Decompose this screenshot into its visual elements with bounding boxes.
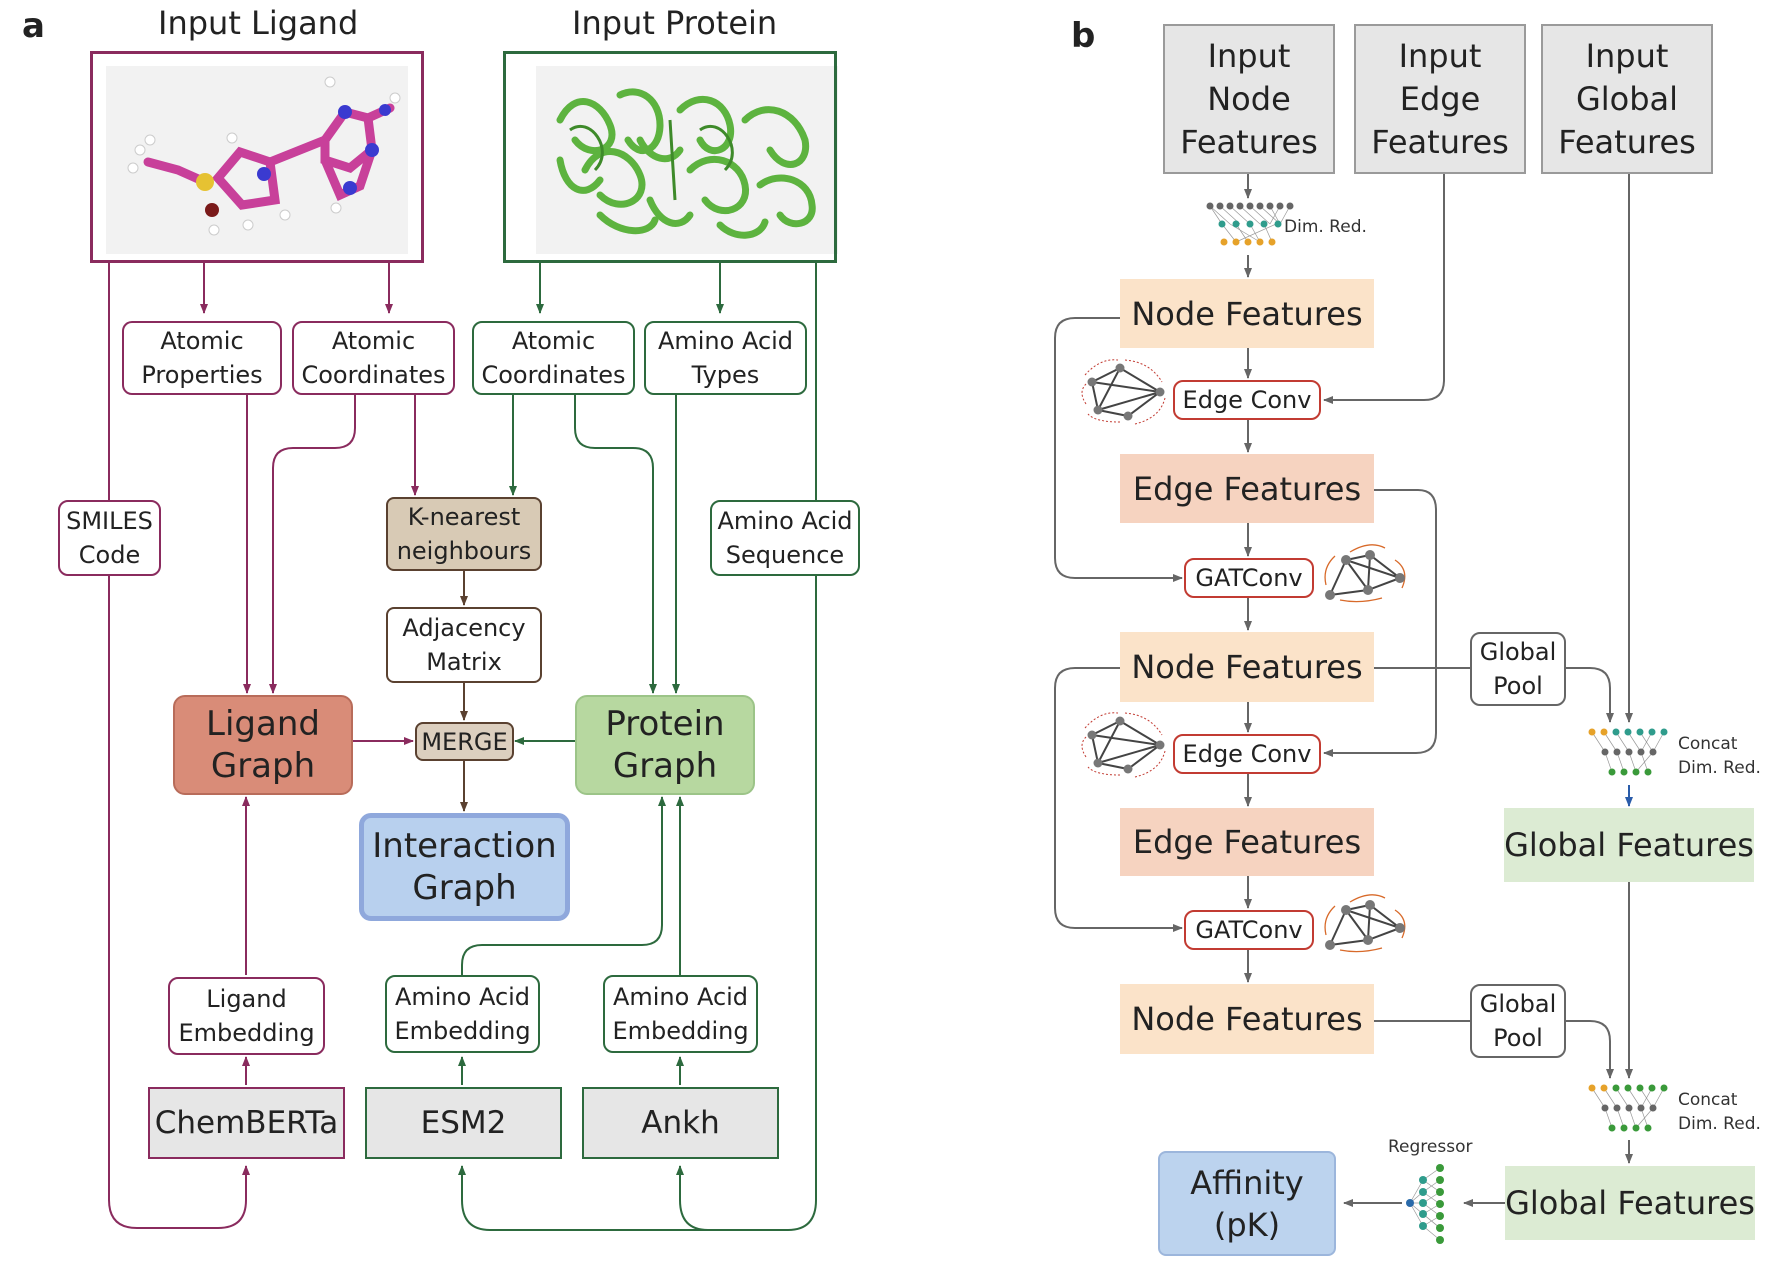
arrow-coordinates-to-ligand-graph xyxy=(269,395,356,694)
esm2-model-box: ESM2 xyxy=(365,1087,562,1159)
affinity-box: Affinity (pK) xyxy=(1158,1151,1336,1256)
panel-label-b: b xyxy=(1071,16,1096,56)
edge-features-box-2: Edge Features xyxy=(1120,808,1374,876)
panel-label-a: a xyxy=(22,6,45,46)
regressor-label: Regressor xyxy=(1388,1137,1473,1157)
amino-acid-embedding-box-1: Amino Acid Embedding xyxy=(385,975,540,1053)
amino-acid-types-box: Amino Acid Types xyxy=(644,321,807,395)
node-features-box-3: Node Features xyxy=(1120,984,1374,1054)
node-features-box-1: Node Features xyxy=(1120,279,1374,348)
ankh-model-box: Ankh xyxy=(582,1087,779,1159)
arrow-node1-skip-to-gatconv1 xyxy=(1054,317,1183,582)
arrow-pool2-to-concat2 xyxy=(1566,1020,1614,1079)
arrow-node2-skip-to-gatconv2 xyxy=(1054,667,1183,932)
dim-red-label: Dim. Red. xyxy=(1284,217,1367,237)
gatconv-box-2: GATConv xyxy=(1184,910,1314,950)
edge-conv-box-1: Edge Conv xyxy=(1173,380,1321,420)
protein-atomic-coordinates-box: Atomic Coordinates xyxy=(472,321,635,395)
dim-red-network-icon xyxy=(1206,202,1294,246)
arrow-coordinates-to-protein-graph xyxy=(574,395,657,694)
arrow-edge1-to-edgeconv2 xyxy=(1323,489,1437,757)
edge-conv-graph-icon-1 xyxy=(1081,359,1166,425)
global-pool-box-1: Global Pool xyxy=(1470,632,1566,706)
arrow-input-edge-to-edgeconv1 xyxy=(1323,174,1445,404)
protein-graph-box: Protein Graph xyxy=(575,695,755,795)
merge-box: MERGE xyxy=(415,722,514,761)
input-protein-title: Input Protein xyxy=(572,4,778,42)
amino-acid-embedding-box-2: Amino Acid Embedding xyxy=(603,975,758,1053)
global-pool-box-2: Global Pool xyxy=(1470,984,1566,1058)
concat-dim-red-label-2: Concat Dim. Red. xyxy=(1678,1090,1761,1134)
arrow-sequence-path xyxy=(676,263,817,1231)
adjacency-matrix-box: Adjacency Matrix xyxy=(386,607,542,683)
atomic-properties-box: Atomic Properties xyxy=(122,321,282,395)
global-features-box-2: Global Features xyxy=(1505,1166,1755,1240)
concat-network-icon-2 xyxy=(1588,1084,1668,1132)
amino-acid-sequence-box: Amino Acid Sequence xyxy=(710,500,860,576)
concat-dim-red-label-1: Concat Dim. Red. xyxy=(1678,734,1761,778)
ligand-molecule-image xyxy=(106,66,408,254)
knn-box: K-nearest neighbours xyxy=(386,497,542,571)
ligand-graph-box: Ligand Graph xyxy=(173,695,353,795)
arrow-smiles-path xyxy=(108,263,250,1229)
ligand-atomic-coordinates-box: Atomic Coordinates xyxy=(292,321,455,395)
smiles-code-box: SMILES Code xyxy=(58,500,161,576)
edge-conv-box-2: Edge Conv xyxy=(1173,734,1321,774)
gatconv-box-1: GATConv xyxy=(1184,558,1314,598)
concat-network-icon-1 xyxy=(1588,728,1668,776)
node-features-box-2: Node Features xyxy=(1120,632,1374,702)
ligand-embedding-box: Ligand Embedding xyxy=(168,977,325,1055)
input-node-features-box: Input Node Features xyxy=(1163,24,1335,174)
arrow-embedding1-to-protein-graph xyxy=(461,796,666,975)
arrow-pool1-to-concat1 xyxy=(1566,667,1614,723)
input-ligand-title: Input Ligand xyxy=(158,4,359,42)
gat-graph-icon-2 xyxy=(1324,894,1406,953)
interaction-graph-box: Interaction Graph xyxy=(359,813,570,921)
protein-structure-image xyxy=(536,66,838,254)
input-global-features-box: Input Global Features xyxy=(1541,24,1713,174)
edge-conv-graph-icon-2 xyxy=(1081,712,1166,778)
input-protein-frame xyxy=(503,51,837,263)
global-features-box-1: Global Features xyxy=(1504,808,1754,882)
regressor-network-icon xyxy=(1406,1164,1444,1244)
chemberta-model-box: ChemBERTa xyxy=(148,1087,345,1159)
input-edge-features-box: Input Edge Features xyxy=(1354,24,1526,174)
edge-features-box-1: Edge Features xyxy=(1120,454,1374,523)
input-ligand-frame xyxy=(90,51,424,263)
arrow-sequence-to-esm2 xyxy=(458,1165,708,1231)
gat-graph-icon-1 xyxy=(1324,544,1406,603)
